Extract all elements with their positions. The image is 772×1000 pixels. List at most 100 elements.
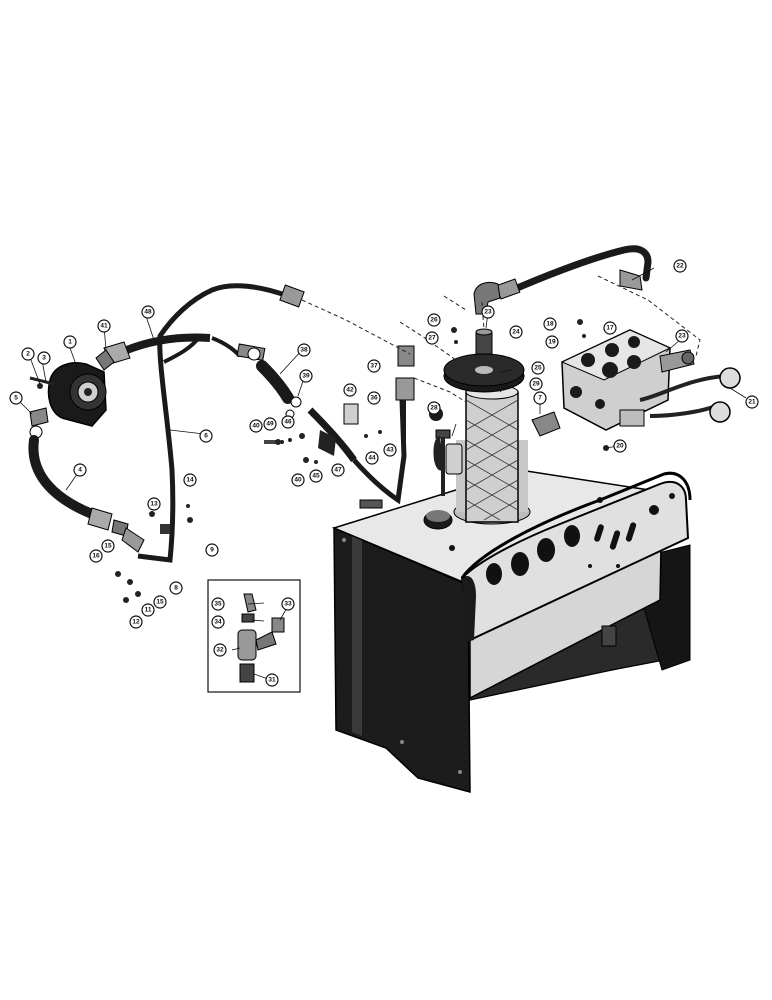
callout-6: 6: [199, 429, 213, 443]
callout-36: 36: [367, 391, 381, 405]
callout-40a: 40: [249, 419, 263, 433]
svg-text:12: 12: [132, 619, 140, 626]
callout-44: 44: [365, 451, 379, 465]
svg-text:22: 22: [676, 263, 684, 270]
svg-text:28: 28: [430, 405, 438, 412]
intake-hose: [28, 435, 145, 553]
callout-41: 41: [97, 319, 111, 333]
svg-text:11: 11: [145, 607, 152, 614]
bolt-40a: [264, 439, 281, 445]
callout-9: 9: [205, 543, 219, 557]
svg-text:6: 6: [204, 433, 208, 440]
callout-35: 35: [211, 597, 225, 611]
callout-37: 37: [367, 359, 381, 373]
svg-text:24: 24: [512, 329, 520, 336]
svg-text:23: 23: [484, 309, 492, 316]
callout-21: 21: [745, 395, 759, 409]
callout-3: 3: [37, 351, 51, 365]
callout-34: 34: [211, 615, 225, 629]
svg-text:43: 43: [386, 447, 394, 454]
svg-text:40: 40: [294, 477, 302, 484]
svg-text:42: 42: [346, 387, 354, 394]
svg-text:29: 29: [532, 381, 540, 388]
svg-text:5: 5: [14, 395, 18, 402]
pressure-line-pipe: [473, 245, 652, 315]
svg-text:47: 47: [334, 467, 342, 474]
svg-text:34: 34: [214, 619, 222, 626]
callout-48: 48: [141, 305, 155, 319]
callout-47: 47: [331, 463, 345, 477]
svg-text:32: 32: [216, 647, 224, 654]
callout-labels: 1 2 3 5 4 41 48 6 38 39 42 37 36 40 49 4…: [9, 259, 759, 687]
svg-text:45: 45: [312, 473, 320, 480]
svg-text:39: 39: [302, 373, 310, 380]
svg-text:48: 48: [144, 309, 152, 316]
callout-18: 18: [543, 317, 557, 331]
callout-31: 31: [265, 673, 279, 687]
callout-13a: 13: [147, 497, 161, 511]
tee-fitting-inset: [207, 579, 301, 693]
svg-text:21: 21: [748, 399, 756, 406]
svg-text:17: 17: [606, 325, 614, 332]
callout-4: 4: [73, 463, 87, 477]
callout-29: 29: [529, 377, 543, 391]
svg-text:27: 27: [428, 335, 436, 342]
svg-text:46: 46: [284, 419, 292, 426]
callout-26: 26: [427, 313, 441, 327]
svg-text:41: 41: [100, 323, 108, 330]
svg-text:16: 16: [92, 553, 100, 560]
pump-hose: [95, 333, 266, 371]
callout-45: 45: [309, 469, 323, 483]
callout-38: 38: [297, 343, 311, 357]
callout-11: 11: [141, 603, 155, 617]
svg-text:13: 13: [150, 501, 158, 508]
callout-33: 33: [281, 597, 295, 611]
callout-49: 49: [263, 417, 277, 431]
callout-5: 5: [9, 391, 23, 405]
svg-text:19: 19: [548, 339, 556, 346]
callout-24: 24: [509, 325, 523, 339]
svg-text:8: 8: [174, 585, 178, 592]
callout-27: 27: [425, 331, 439, 345]
callout-40b: 40: [291, 473, 305, 487]
svg-text:15: 15: [104, 543, 112, 550]
callout-28: 28: [427, 401, 441, 415]
svg-text:2: 2: [26, 351, 30, 358]
callout-25: 25: [531, 361, 545, 375]
callout-7: 7: [533, 391, 547, 405]
svg-text:33: 33: [284, 601, 292, 608]
svg-text:37: 37: [370, 363, 378, 370]
svg-text:14: 14: [186, 477, 194, 484]
svg-text:35: 35: [214, 601, 222, 608]
svg-text:25: 25: [534, 365, 542, 372]
callout-46: 46: [281, 415, 295, 429]
callout-15b: 15: [153, 595, 167, 609]
svg-text:36: 36: [370, 395, 378, 402]
suction-line-pipe: [137, 283, 305, 563]
svg-text:38: 38: [300, 347, 308, 354]
svg-text:15: 15: [156, 599, 164, 606]
callout-23b: 23: [675, 329, 689, 343]
callout-32: 32: [213, 643, 227, 657]
svg-text:49: 49: [266, 421, 274, 428]
callout-39: 39: [299, 369, 313, 383]
callout-14: 14: [183, 473, 197, 487]
callout-22: 22: [673, 259, 687, 273]
callout-15a: 15: [101, 539, 115, 553]
callout-2: 2: [21, 347, 35, 361]
svg-text:26: 26: [430, 317, 438, 324]
small-hardware: [115, 319, 609, 603]
callout-43: 43: [383, 443, 397, 457]
svg-text:40: 40: [252, 423, 260, 430]
callout-1: 1: [63, 335, 77, 349]
hydraulic-pump: [29, 362, 107, 439]
svg-text:23: 23: [678, 333, 686, 340]
callout-42: 42: [343, 383, 357, 397]
svg-text:4: 4: [78, 467, 82, 474]
filter-assembly: [429, 328, 531, 525]
svg-text:9: 9: [210, 547, 214, 554]
svg-text:31: 31: [268, 677, 276, 684]
svg-text:18: 18: [546, 321, 554, 328]
